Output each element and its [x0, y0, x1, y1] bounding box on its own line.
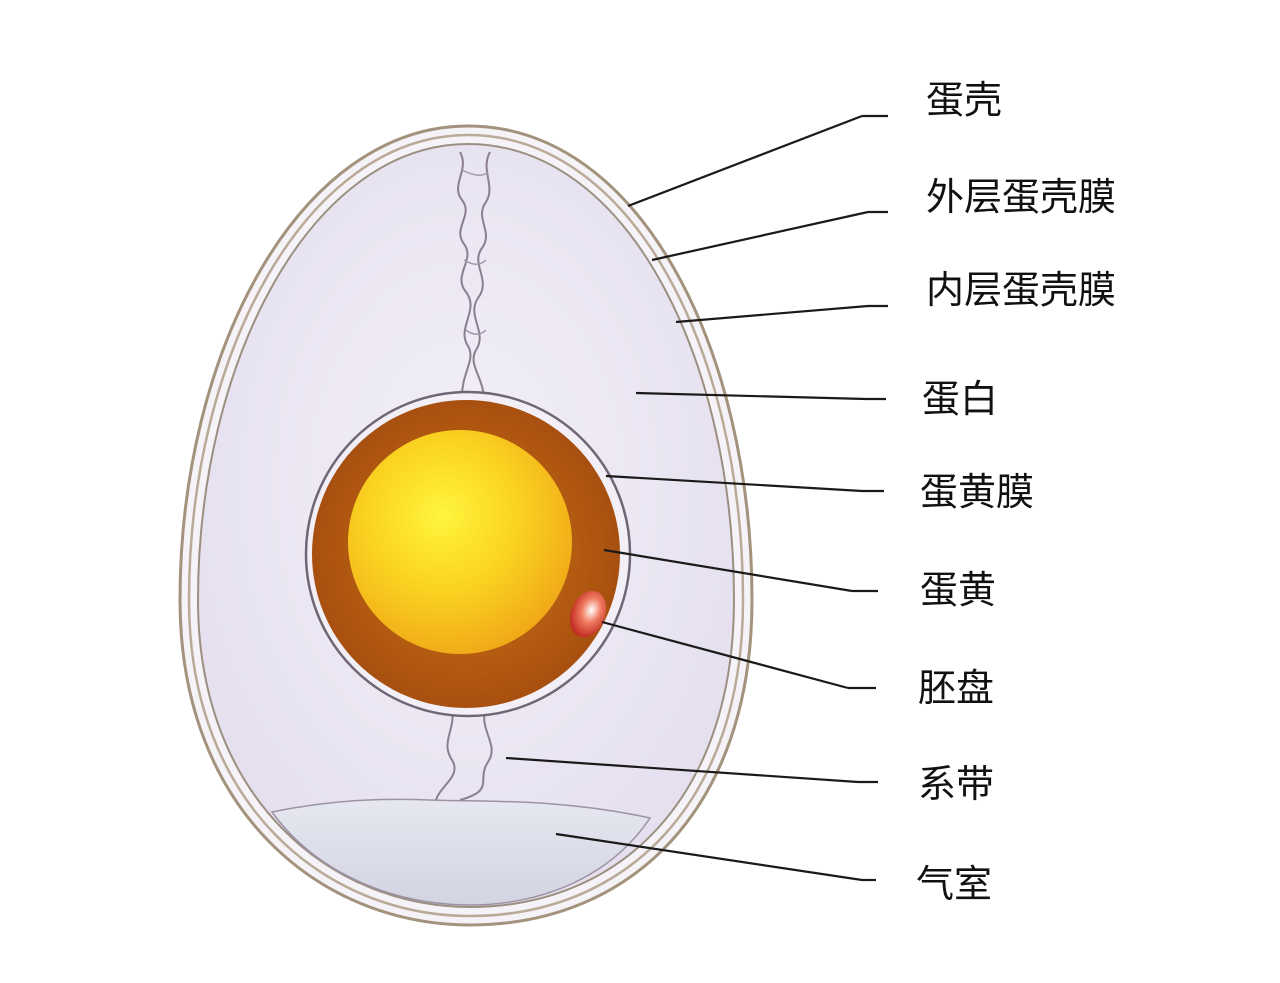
- label-inner-shell-membrane: 内层蛋壳膜: [926, 268, 1117, 312]
- label-shell: 蛋壳: [926, 78, 1003, 122]
- label-chalaza: 系带: [918, 762, 995, 806]
- label-vitelline-membrane: 蛋黄膜: [920, 470, 1035, 514]
- air-cell: [270, 798, 652, 906]
- leader-line-outer-membrane: [651, 210, 869, 262]
- leader-line-shell: [627, 114, 863, 208]
- label-air-cell: 气室: [916, 862, 993, 906]
- leader-line-vitelline: [605, 474, 863, 493]
- leader-line-chalaza: [505, 756, 859, 784]
- leader-line-albumen: [635, 391, 867, 401]
- outer-shell-membrane: [187, 133, 745, 918]
- chalaza-upper: [457, 151, 491, 397]
- label-yolk: 蛋黄: [920, 568, 997, 612]
- label-germinal-disc: 胚盘: [918, 666, 995, 710]
- label-albumen: 蛋白: [922, 377, 999, 421]
- germinal-disc: [569, 590, 607, 638]
- yolk-inner: [348, 430, 572, 654]
- chalaza-lower: [435, 707, 493, 801]
- label-outer-shell-membrane: 外层蛋壳膜: [926, 175, 1117, 219]
- leader-line-yolk: [603, 548, 853, 593]
- leader-lines: [505, 114, 888, 882]
- leader-line-germinal-disc: [601, 620, 849, 690]
- leader-line-air-cell: [555, 832, 863, 882]
- leader-line-inner-membrane: [675, 304, 869, 324]
